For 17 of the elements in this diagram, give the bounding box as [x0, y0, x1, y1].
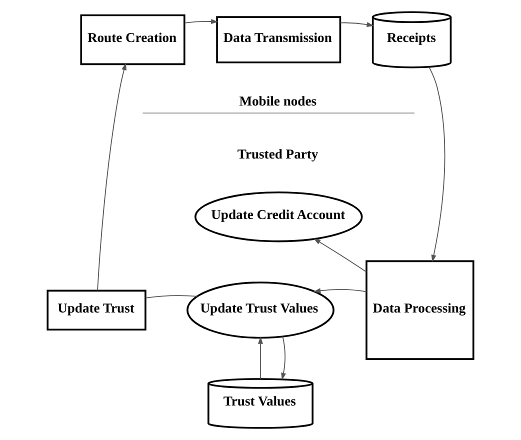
connector [145, 295, 198, 298]
node-ellipse: Update Trust Values [186, 282, 334, 339]
arrow [313, 288, 367, 294]
arrow [281, 336, 286, 380]
label: Mobile nodes [239, 93, 317, 108]
node-box: Route Creation [80, 14, 186, 66]
arrow [340, 22, 374, 28]
node-box: Update Trust [46, 290, 146, 331]
arrow [313, 238, 367, 272]
label: Trusted Party [237, 146, 318, 162]
arrow [428, 67, 446, 262]
arrow [97, 62, 126, 291]
node-box: Data Processing [366, 260, 474, 360]
arrow [184, 18, 218, 24]
node-ellipse: Update Credit Account [194, 191, 363, 242]
node-box: Data Transmission [216, 16, 342, 64]
arrow [258, 336, 264, 380]
